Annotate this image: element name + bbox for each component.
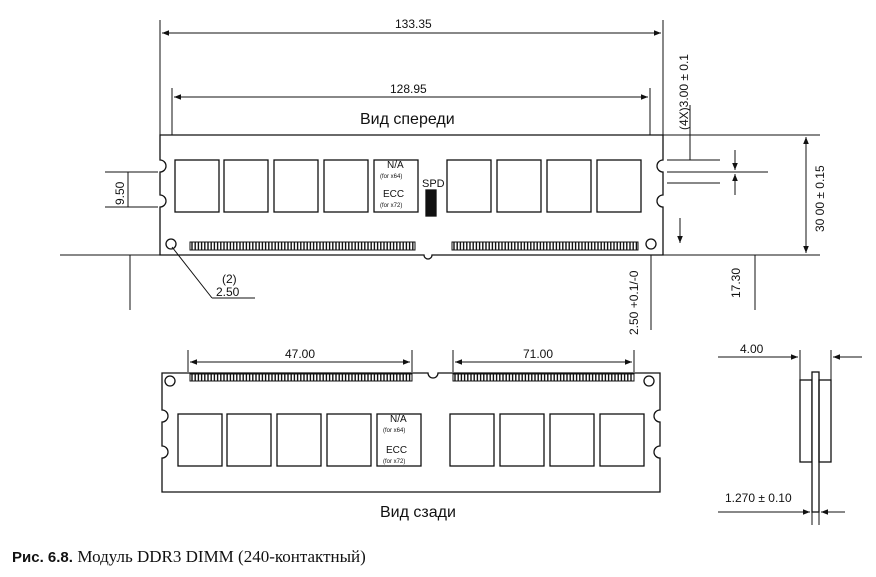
back-board-outline xyxy=(161,372,661,493)
dim-key-offset-label: 17.30 xyxy=(729,268,743,298)
front-chip xyxy=(446,159,492,213)
back-chip xyxy=(549,413,595,467)
dim-inner-width-label: 128.95 xyxy=(390,82,427,96)
dim-pin-offset-label: 2.50 +0.1/-0 xyxy=(627,270,641,335)
back-hole-left xyxy=(164,375,176,387)
dim-right-pins-label: 71.00 xyxy=(523,347,553,361)
front-board-outline xyxy=(159,134,664,260)
back-pins-left xyxy=(189,373,413,382)
figure-caption-text: Модуль DDR3 DIMM (240-контактный) xyxy=(77,547,366,566)
front-na-ecc-box xyxy=(373,159,419,213)
back-ecc-sub-label: (for x72) xyxy=(383,459,405,465)
front-chip xyxy=(174,159,220,213)
back-view-title: Вид сзади xyxy=(380,504,456,521)
back-chip xyxy=(499,413,545,467)
back-pins-right xyxy=(452,373,635,382)
back-view xyxy=(161,372,661,493)
back-chip xyxy=(226,413,272,467)
side-chip-left xyxy=(799,379,813,463)
dim-hole-label: (2) xyxy=(222,272,237,286)
dim-total-width-label: 133.35 xyxy=(395,17,432,31)
front-hole-right xyxy=(645,238,657,250)
front-chip xyxy=(223,159,269,213)
dim-hole-dia-label: 2.50 xyxy=(216,285,240,299)
figure-caption: Рис. 6.8. Модуль DDR3 DIMM (240-контактн… xyxy=(12,547,366,567)
front-chip xyxy=(496,159,542,213)
hole-leader xyxy=(171,246,213,299)
dim-notch-height-label: (4X)3.00 ± 0.1 xyxy=(677,54,691,130)
front-ecc-sub-label: (for x72) xyxy=(380,203,402,209)
front-chip xyxy=(323,159,369,213)
side-pcb-label: 1.270 ± 0.10 xyxy=(725,491,792,505)
front-view-title: Вид спереди xyxy=(360,111,455,128)
front-view xyxy=(159,134,664,260)
back-chip xyxy=(326,413,372,467)
back-na-sub-label: (for x64) xyxy=(383,428,405,434)
front-chip xyxy=(546,159,592,213)
front-ecc-label: ECC xyxy=(383,189,404,200)
spd-chip xyxy=(425,189,437,217)
side-chip-right xyxy=(818,379,832,463)
dim-left-notch-label: 9.50 xyxy=(113,181,127,205)
back-ecc-label: ECC xyxy=(386,445,407,456)
front-pins-right xyxy=(451,241,639,251)
back-chip xyxy=(177,413,223,467)
front-chip xyxy=(273,159,319,213)
front-na-sub-label: (for x64) xyxy=(380,174,402,180)
front-na-label: N/A xyxy=(387,160,404,171)
spd-label: SPD xyxy=(422,178,445,190)
pin-row-outline xyxy=(189,241,416,251)
back-chip xyxy=(276,413,322,467)
pin-row-outline xyxy=(452,373,635,382)
dim-left-pins-label: 47.00 xyxy=(285,347,315,361)
front-pins-left xyxy=(189,241,416,251)
front-hole-left xyxy=(165,238,177,250)
dim-height-label: 30 00 ± 0.15 xyxy=(813,165,827,232)
back-na-label: N/A xyxy=(390,414,407,425)
side-thickness-label: 4.00 xyxy=(740,342,764,356)
back-chip xyxy=(599,413,645,467)
pin-row-outline xyxy=(451,241,639,251)
back-chip xyxy=(449,413,495,467)
side-view xyxy=(799,371,832,513)
figure-label: Рис. 6.8. xyxy=(12,549,73,566)
back-hole-right xyxy=(643,375,655,387)
front-chip xyxy=(596,159,642,213)
side-pcb xyxy=(811,371,820,513)
back-na-ecc-box xyxy=(376,413,422,467)
